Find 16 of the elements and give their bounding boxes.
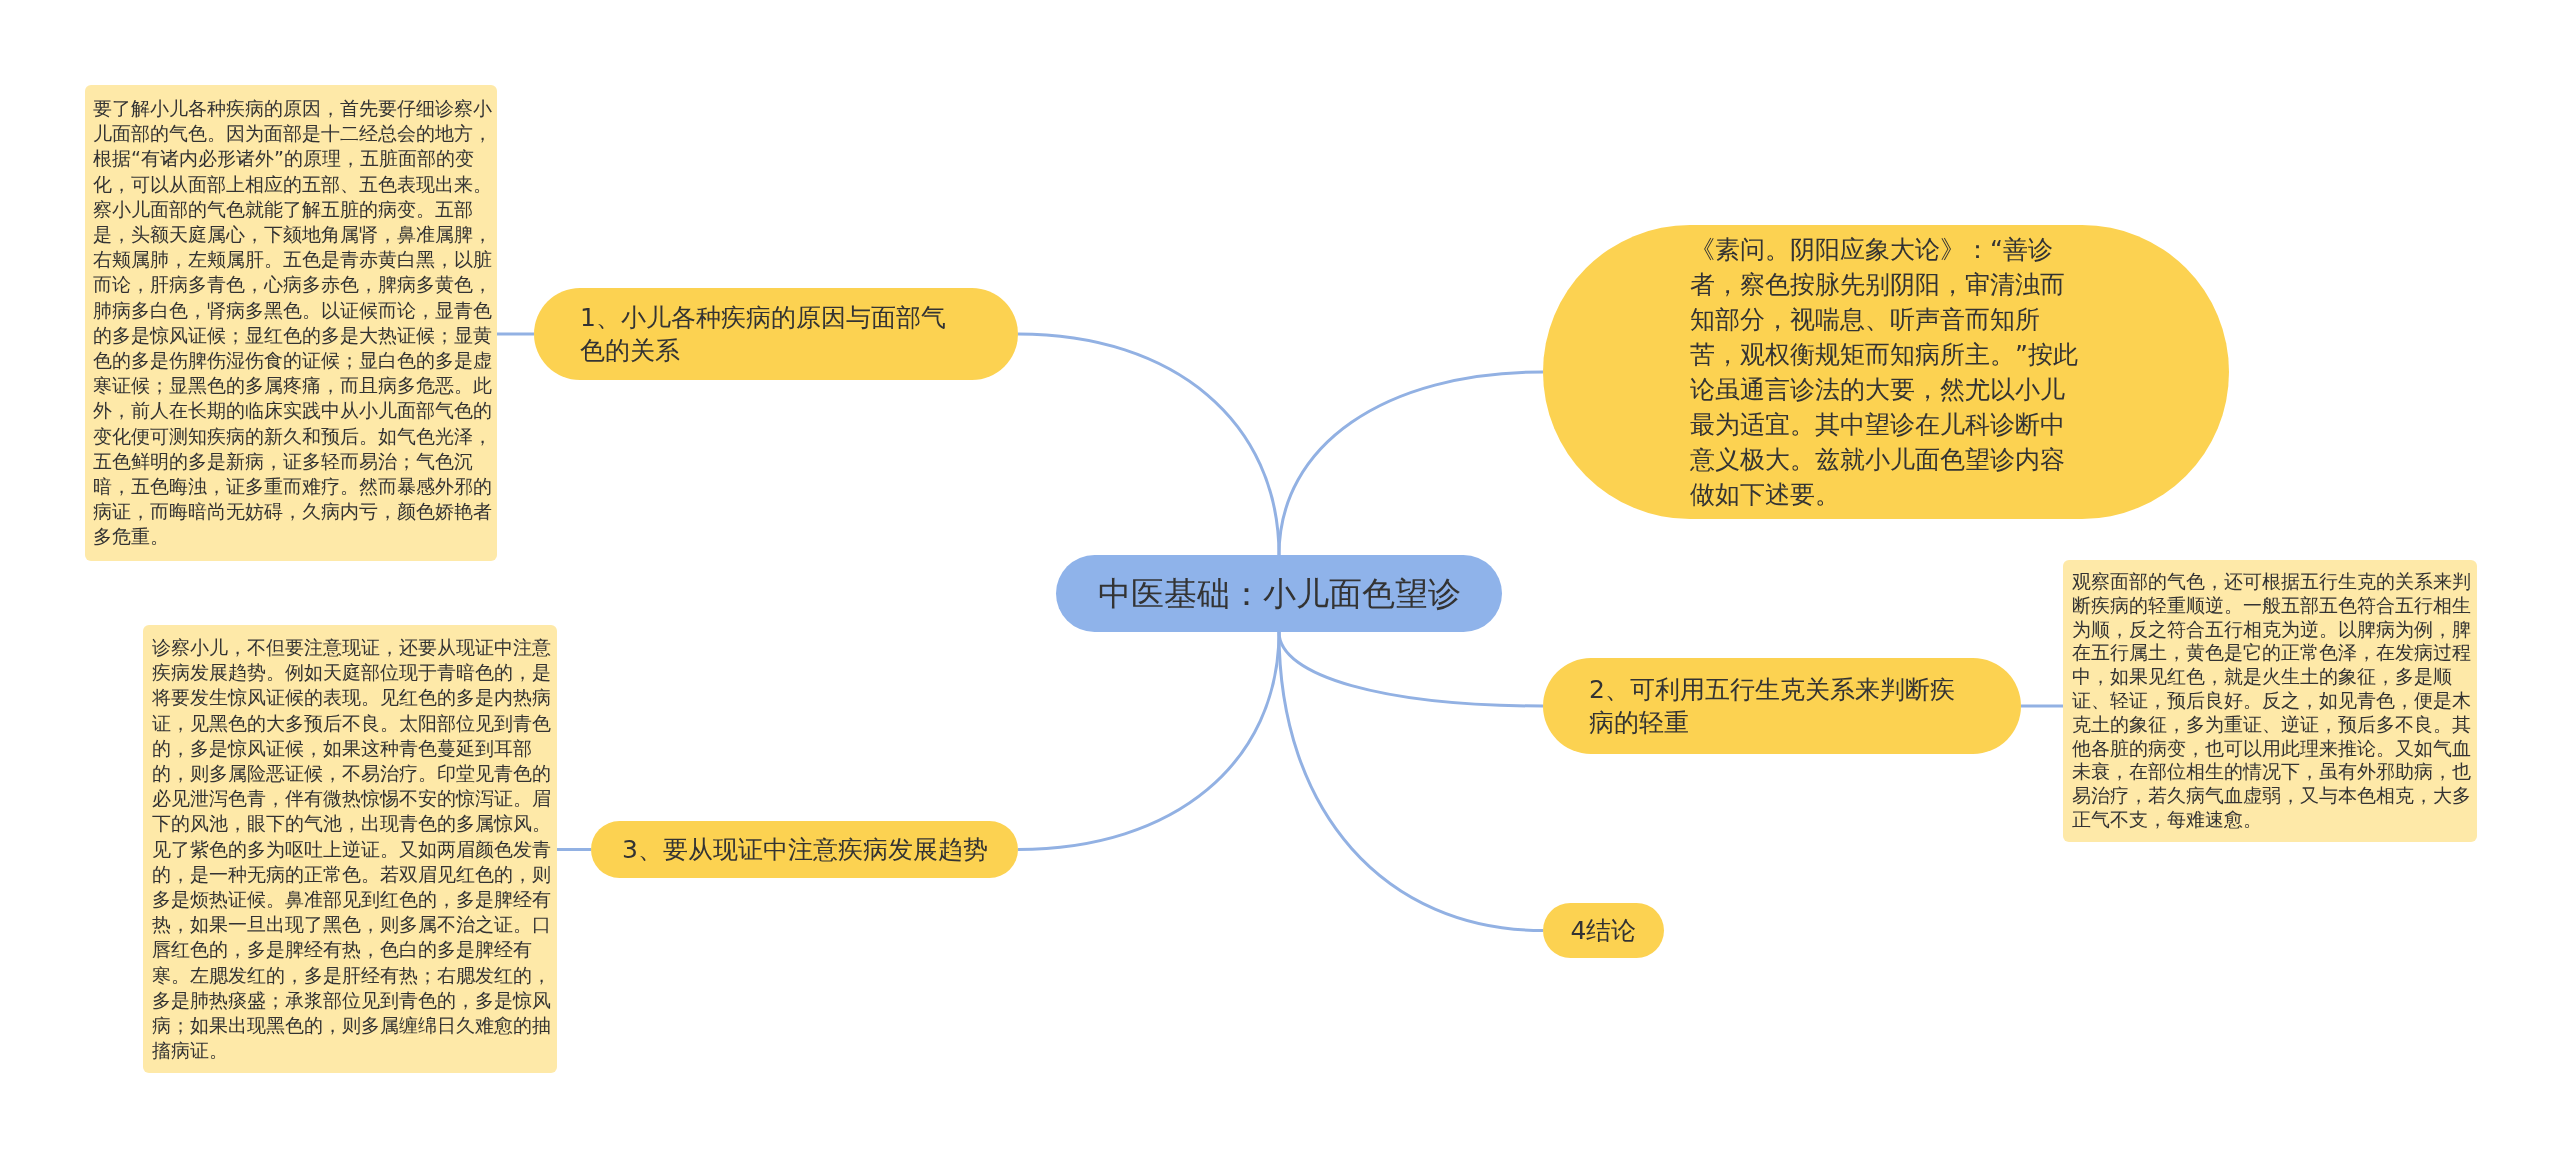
connector-line	[2021, 704, 2063, 708]
connector-line	[1017, 332, 1281, 556]
branch-bubble: 4结论	[1543, 903, 1664, 958]
connector-line	[557, 848, 591, 851]
branch-bubble: 3、要从现证中注意疾病发展趋势	[591, 821, 1018, 878]
note-box: 要了解小儿各种疾病的原因，首先要仔细诊察小儿面部的气色。因为面部是十二经总会的地方，根据“有诸内必形诸外”的原理，五脏面部的变化，可以从面部上相应的五部、五色表现出来。察小儿面部的气色就能了解五脏的病变。五部是，头额天庭属心，下颏地角属肾，鼻准属脾，右颊属肺，左颊属肝。五色是青赤黄白黑，以脏而论，肝病多青色，心病多赤色，脾病多黄色，肺病多白色，肾病多黑色。以证候而论，显青色的多是惊风证候；显红色的多是大热证候；显黄色的多是伤脾伤湿伤食的证候；显白色的多是虚寒证候；显黑色的多属疼痛，而且病多危恶。此外，前人在长期的临床实践中从小儿面部气色的变化便可测知疾病的新久和预后。如气色光泽，五色鲜明的多是新病，证多轻而易治；气色沉暗，五色晦浊，证多重而难疗。然而暴感外邪的病证，而晦暗尚无妨碍，久病内亏，颜色娇艳者多危重。	[85, 85, 497, 561]
branch-bubble: 2、可利用五行生克关系来判断疾病的轻重	[1543, 658, 2021, 754]
intro-bubble: 《素问。阴阳应象大论》：“善诊者，察色按脉先别阴阳，审清浊而知部分，视喘息、听声音而知所苦，观权衡规矩而知病所主。”按此论虽通言诊法的大要，然尤以小儿最为适宜。其中望诊在儿科诊断中意义极大。兹就小儿面色望诊内容做如下述要。	[1543, 225, 2229, 519]
note-box: 观察面部的气色，还可根据五行生克的关系来判断疾病的轻重顺逆。一般五部五色符合五行相生为顺，反之符合五行相克为逆。以脾病为例，脾在五行属土，黄色是它的正常色泽，在发病过程中，如果见红色，就是火生土的象征，多是顺证、轻证，预后良好。反之，如见青色，便是木克土的象征，多为重证、逆证，预后多不良。其他各脏的病变，也可以用此理来推论。又如气血未衰，在部位相生的情况下，虽有外邪助病，也易治疗，若久病气血虚弱，又与本色相克，大多正气不支，每难速愈。	[2063, 560, 2477, 842]
connector-line	[1277, 631, 1544, 932]
connector-line	[1017, 631, 1281, 851]
connector-line	[1277, 370, 1544, 556]
topic-bubble: 中医基础：小儿面色望诊	[1056, 555, 1502, 632]
connector-line	[497, 332, 534, 336]
note-box: 诊察小儿，不但要注意现证，还要从现证中注意疾病发展趋势。例如天庭部位现于青暗色的，是将要发生惊风证候的表现。见红色的多是内热病证，见黑色的大多预后不良。太阳部位见到青色的，多是惊风证候，如果这种青色蔓延到耳部的，则多属险恶证候，不易治疗。印堂见青色的必见泄泻色青，伴有微热惊惕不安的惊泻证。眉下的风池，眼下的气池，出现青色的多属惊风。见了紫色的多为呕吐上逆证。又如两眉颜色发青的，是一种无病的正常色。若双眉见红色的，则多是烦热证候。鼻准部见到红色的，多是脾经有热，如果一旦出现了黑色，则多属不治之证。口唇红色的，多是脾经有热，色白的多是脾经有寒。左腮发红的，多是肝经有热；右腮发红的，多是肺热痰盛；承浆部位见到青色的，多是惊风病；如果出现黑色的，则多属缠绵日久难愈的抽搐病证。	[143, 625, 557, 1074]
branch-bubble: 1、小儿各种疾病的原因与面部气色的关系	[534, 288, 1018, 380]
